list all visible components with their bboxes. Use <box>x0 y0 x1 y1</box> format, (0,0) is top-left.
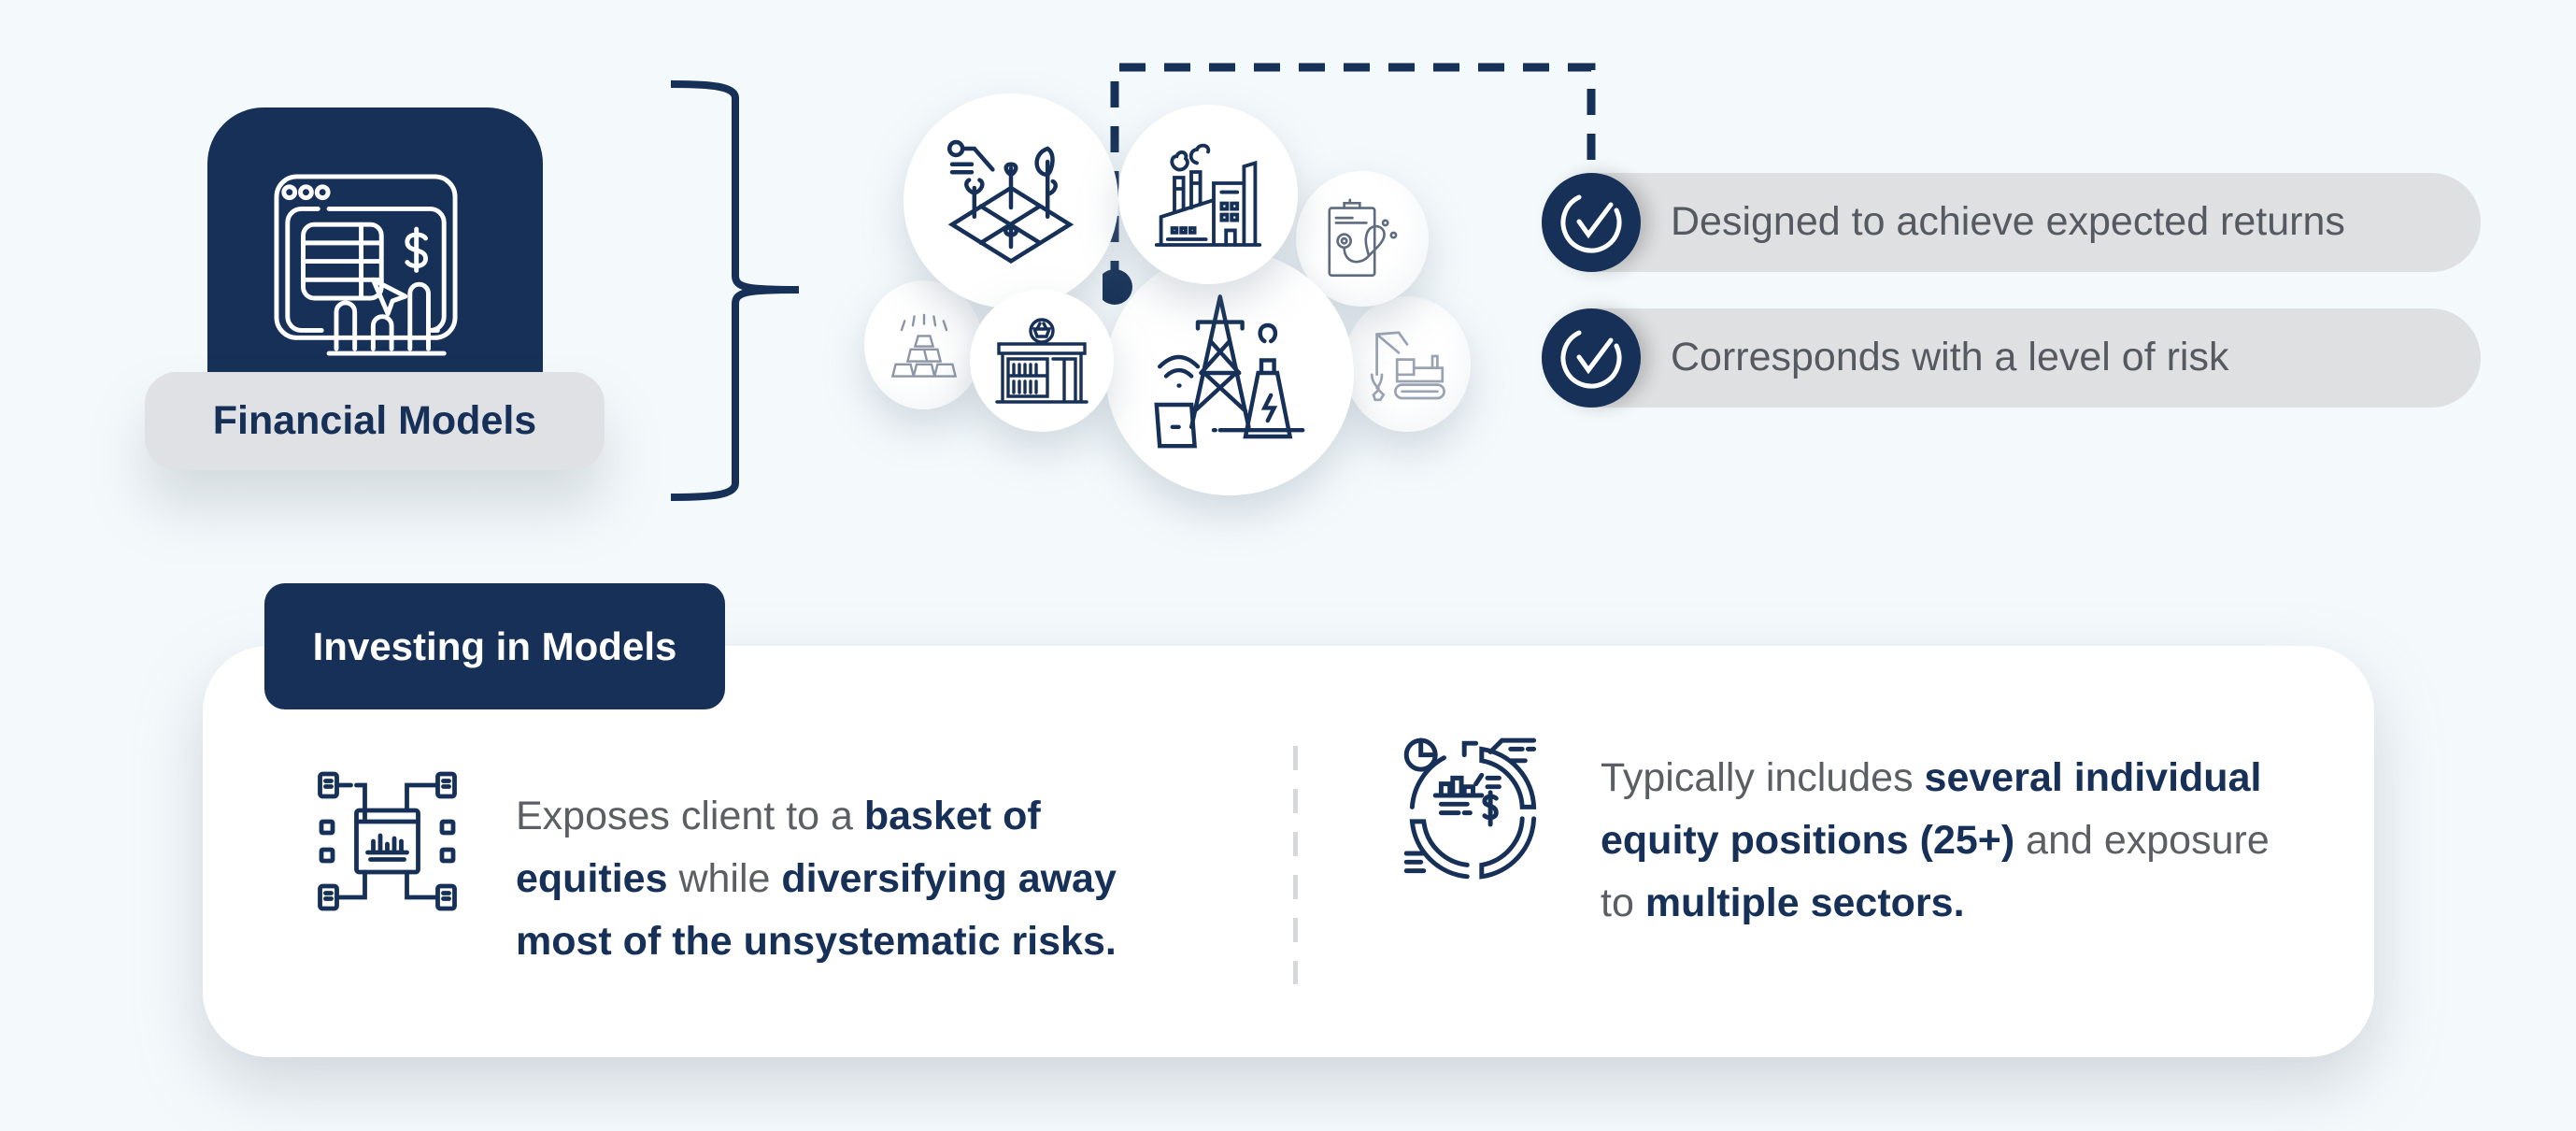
connector-dot <box>1103 269 1132 305</box>
medical-clipboard-stethoscope-icon <box>1328 197 1398 277</box>
store-bubble <box>970 290 1114 432</box>
checklist-item-1 <box>1542 173 2481 272</box>
text-bold: basket of equities <box>516 794 1041 901</box>
text-plain: Typically includes <box>1601 755 1925 800</box>
spreadsheet-chart-dollar-icon <box>274 174 458 356</box>
retail-store-icon <box>995 318 1089 404</box>
text-bold: diversifying away most of the unsystemat… <box>516 856 1117 964</box>
text-bold: multiple sectors. <box>1644 880 1965 925</box>
investing-card <box>203 646 2374 1057</box>
financial-models-label: Financial Models <box>145 372 605 470</box>
portfolio-cycle-dollar-icon <box>1403 737 1537 880</box>
factory-icon <box>1154 143 1262 247</box>
curly-bracket <box>670 80 800 501</box>
energy-tower-icon <box>1154 294 1305 449</box>
gold-bars-icon <box>890 313 957 378</box>
text-plain: Exposes client to a <box>516 794 864 838</box>
checklist-text: Designed to achieve expected returns <box>1671 199 2345 244</box>
dashed-divider <box>1293 746 1298 984</box>
text-bold: several individual equity positions (25+… <box>1601 755 2262 863</box>
medical-bubble <box>1296 171 1429 307</box>
factory-bubble <box>1118 105 1298 284</box>
text-plain: and exposure to <box>1601 818 2270 925</box>
agriculture-icon <box>946 139 1075 265</box>
text-plain: while <box>667 856 782 901</box>
energy-bubble <box>1105 251 1354 495</box>
investing-left-text: Exposes client to a basket of equities w… <box>516 785 1188 973</box>
investing-right-text: Typically includes several individual eq… <box>1601 747 2273 935</box>
checklist-item-2 <box>1542 308 2481 408</box>
network-documents-icon <box>318 771 457 911</box>
check-circle-icon <box>1542 308 1641 408</box>
agriculture-bubble <box>904 93 1118 308</box>
check-circle-icon <box>1542 173 1641 272</box>
checklist-text: Corresponds with a level of risk <box>1671 335 2229 379</box>
gold-bubble <box>864 280 983 409</box>
excavator-icon <box>1370 330 1445 401</box>
investing-title-badge: Investing in Models <box>264 583 725 709</box>
excavator-bubble <box>1344 296 1471 432</box>
